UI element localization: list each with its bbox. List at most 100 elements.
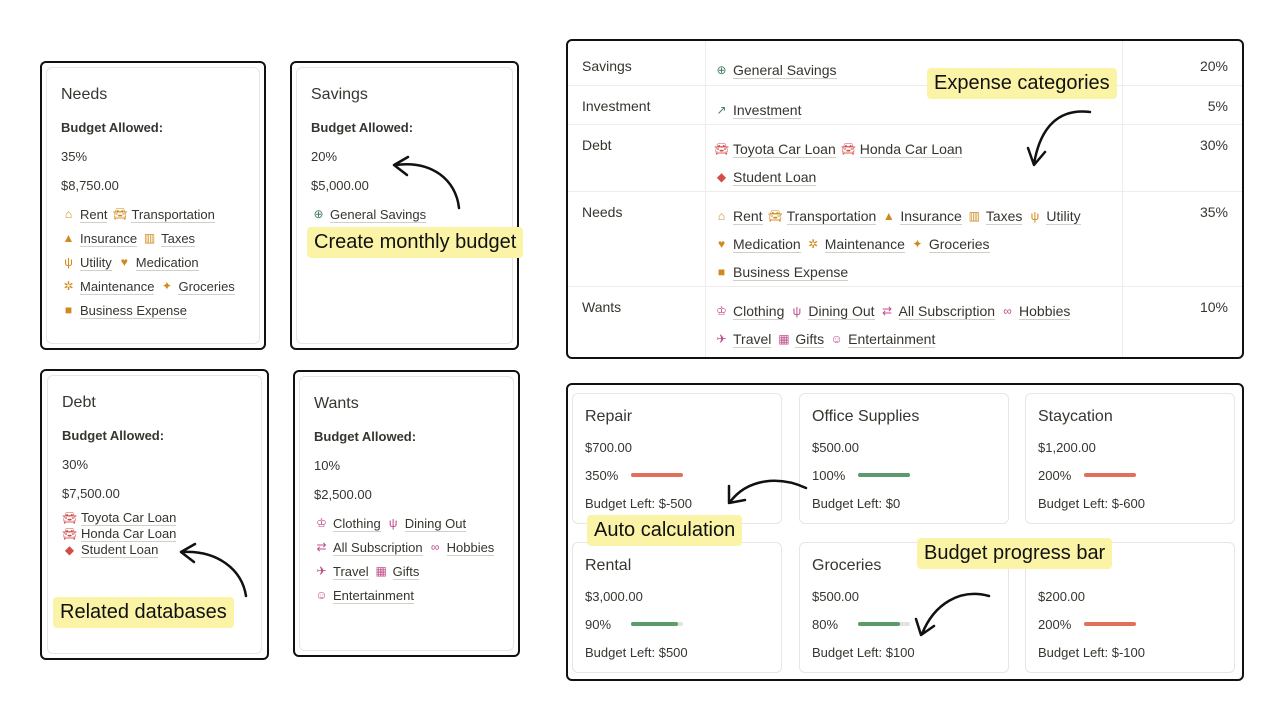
tag-entertainment[interactable]: ☺Entertainment [314,588,414,604]
tag-hobbies[interactable]: ∞Hobbies [1000,303,1071,320]
tag-maintenance[interactable]: ✲Maintenance [61,279,155,295]
progress-bar [858,622,910,626]
tag-label: Clothing [733,302,785,320]
budget-card[interactable]: Staycation $1,200.00 200% Budget Left: $… [1025,393,1235,524]
tag-taxes[interactable]: ▥Taxes [967,207,1023,225]
card-title: Wants [314,395,359,412]
tag-label: General Savings [733,61,837,79]
tag-label: Utility [1046,207,1081,225]
tag-label: Toyota Car Loan [81,510,177,526]
budget-left: Budget Left: $-600 [1038,496,1145,511]
category-name: Debt [582,137,612,153]
card-title: Debt [62,394,96,411]
category-name: Needs [582,204,623,220]
tag-gifts[interactable]: ▦Gifts [374,564,420,580]
tag-student-loan[interactable]: ◆Student Loan [62,542,250,558]
tag-student-loan[interactable]: ◆Student Loan [714,168,817,186]
table-row[interactable]: Investment ↗Investment 5% [568,86,1242,125]
budget-card[interactable]: Office Supplies $500.00 100% Budget Left… [799,393,1009,524]
needs-card[interactable]: Needs Budget Allowed: 35% $8,750.00 ⌂Ren… [46,67,260,344]
wants-card-frame: Wants Budget Allowed: 10% $2,500.00 ♔Clo… [293,370,520,657]
tag-general-savings[interactable]: ⊕General Savings [714,61,837,79]
budget-amount: $5,000.00 [311,178,369,193]
tag-toyota-car-loan[interactable]: 🚘︎Toyota Car Loan [714,140,836,158]
tag-label: Toyota Car Loan [733,140,836,158]
tag-medication[interactable]: ♥Medication [117,255,199,271]
tag-insurance[interactable]: ▲Insurance [881,208,962,225]
tag-label: Transportation [786,207,877,225]
car-icon: 🚘︎ [767,209,783,223]
tag-all-subscription[interactable]: ⇄All Subscription [314,540,423,556]
mountain-icon: ▲ [62,231,75,245]
tag-groceries[interactable]: ✦ Groceries [910,235,990,253]
tag-label: Travel [733,330,772,348]
tag-business-expense[interactable]: ■Business Expense [714,264,849,281]
tag-groceries[interactable]: ✦Groceries [159,278,235,295]
tag-honda-car-loan[interactable]: 🚘︎Honda Car Loan [840,141,963,158]
glasses-icon: ∞ [430,540,440,554]
bag-icon: ■ [64,303,73,317]
tag-taxes[interactable]: ▥Taxes [142,231,196,247]
savings-card[interactable]: Savings Budget Allowed: 20% $5,000.00 ⊕G… [296,67,513,344]
progress-fill [631,622,678,626]
tag-rent[interactable]: ⌂Rent [714,207,763,225]
briefcase-icon: ▥ [143,231,156,245]
tag-label: Student Loan [733,168,817,186]
tag-clothing[interactable]: ♔Clothing [314,516,381,532]
tag-transportation[interactable]: 🚘︎Transportation [112,207,215,223]
tag-label: Groceries [928,235,990,253]
shirt-icon: ♔ [316,516,327,530]
tag-gifts[interactable]: ▦Gifts [776,331,825,348]
column-divider [1122,41,1123,357]
budget-title: Rental [585,557,632,574]
budget-card[interactable]: Repair $700.00 350% Budget Left: $-500 [572,393,782,524]
budget-card[interactable]: Rental $3,000.00 90% Budget Left: $500 [572,542,782,673]
budget-amount: $1,200.00 [1038,440,1096,455]
category-name: Investment [582,98,651,114]
tag-insurance[interactable]: ▲ Insurance [61,230,138,247]
tag-label: Taxes [985,207,1023,225]
chart-icon: ↗ [716,103,727,117]
tag-travel[interactable]: ✈Travel [714,330,772,348]
table-row[interactable]: Savings ⊕General Savings 20% [568,46,1242,86]
tag-clothing[interactable]: ♔Clothing [714,302,785,320]
category-name: Savings [582,58,632,74]
car-icon: 🚘︎ [840,142,856,156]
table-row[interactable]: Needs ⌂Rent🚘︎Transportation▲Insurance▥Ta… [568,192,1242,287]
tag-label: Rent [733,207,763,225]
tag-label: Groceries [178,278,235,295]
tag-label: Gifts [392,563,420,580]
tag-transportation[interactable]: 🚘︎Transportation [767,207,877,225]
tag-toyota-car-loan[interactable]: 🚘︎Toyota Car Loan [62,510,250,526]
tag-investment[interactable]: ↗Investment [714,102,802,119]
tag-maintenance[interactable]: ✲Maintenance [806,236,905,253]
tag-all-subscription[interactable]: ⇄All Subscription [880,303,996,320]
budget-percent: 20% [311,149,338,164]
tag-general-savings[interactable]: ⊕General Savings [311,207,427,223]
category-percent: 35% [1199,204,1228,220]
tag-business-expense[interactable]: ■Business Expense [61,303,187,319]
groceries-icon: ✦ [912,237,923,251]
home-icon: ⌂ [64,207,73,221]
tag-label: Insurance [80,230,138,247]
tag-travel[interactable]: ✈Travel [314,564,369,580]
tag-list: 🚘︎Toyota Car Loan🚘︎Honda Car Loan◆Studen… [62,510,255,558]
budget-allowed-label: Budget Allowed: [61,120,164,135]
table-row[interactable]: Debt 🚘︎Toyota Car Loan🚘︎Honda Car Loan◆S… [568,125,1242,192]
tag-honda-car-loan[interactable]: 🚘︎Honda Car Loan [62,526,250,542]
tag-hobbies[interactable]: ∞Hobbies [428,540,495,556]
car-icon: 🚘︎ [62,526,78,541]
repeat-icon: ⇄ [316,540,327,554]
tag-label: Entertainment [333,587,414,604]
tag-entertainment[interactable]: ☺Entertainment [829,331,936,348]
budget-percent: 90% [585,617,612,632]
progress-fill [1084,473,1136,477]
tag-rent[interactable]: ⌂Rent [61,207,108,223]
tag-medication[interactable]: ♥Medication [714,236,801,253]
wants-card[interactable]: Wants Budget Allowed: 10% $2,500.00 ♔Clo… [299,376,514,651]
